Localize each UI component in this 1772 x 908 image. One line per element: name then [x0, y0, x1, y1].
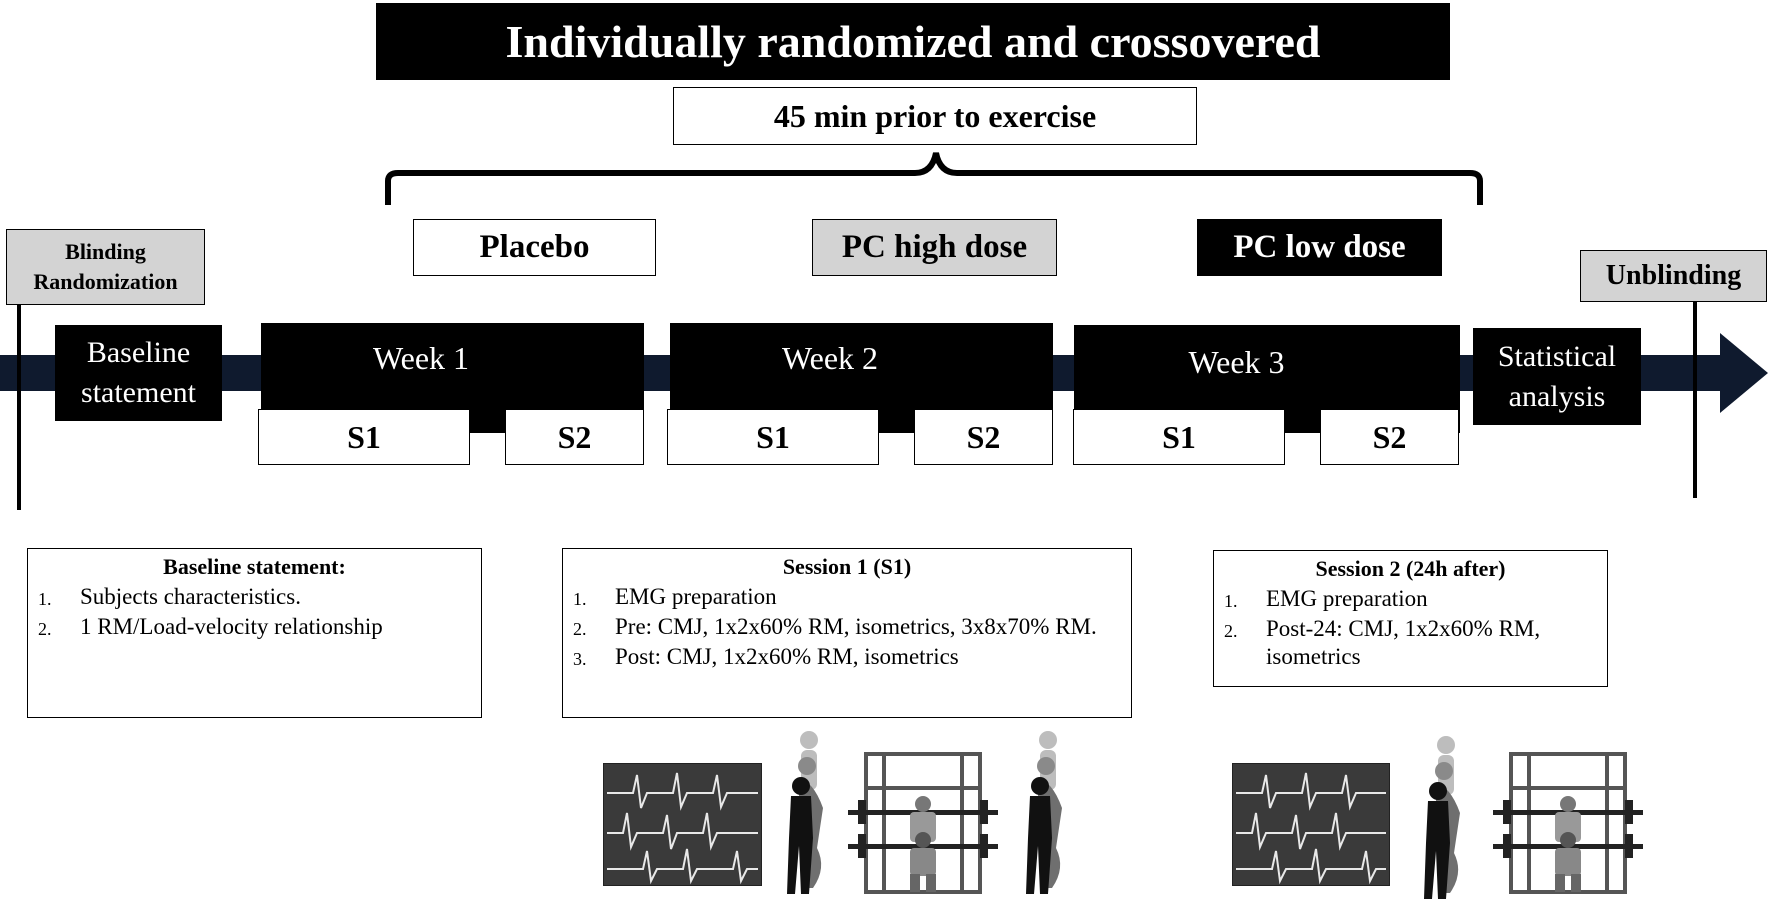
week-3-session-2-label: S2 — [1372, 418, 1407, 455]
week-1-session-1: S1 — [258, 409, 470, 465]
list-item: 1.Subjects characteristics. — [38, 584, 301, 609]
week-2-session-1: S1 — [667, 409, 879, 465]
week-2-session-2: S2 — [914, 409, 1053, 465]
analysis-line1: Statistical — [1497, 339, 1617, 373]
title-banner: Individually randomized and crossovered — [376, 3, 1450, 80]
week-1-session-2: S2 — [505, 409, 644, 465]
treatment-placebo: Placebo — [413, 219, 656, 276]
list-item: 2.Pre: CMJ, 1x2x60% RM, isometrics, 3x8x… — [573, 614, 1097, 639]
blinding-randomization-box: Blinding Randomization — [6, 229, 205, 305]
week-1-session-2-label: S2 — [557, 418, 592, 455]
baseline-line2: statement — [81, 376, 196, 409]
smith-machine-squat-icon — [848, 752, 998, 894]
list-item: 1.EMG preparation — [1224, 586, 1428, 611]
week-3-session-1: S1 — [1073, 409, 1285, 465]
treatment-pc-low-dose: PC low dose — [1197, 219, 1442, 276]
timing-box: 45 min prior to exercise — [673, 87, 1197, 145]
countermovement-jump-icon — [1424, 736, 1460, 899]
treatment-pc-low-dose-label: PC low dose — [1233, 229, 1406, 265]
baseline-panel-title: Baseline statement: — [163, 554, 346, 579]
week-2-session-1-label: S1 — [756, 418, 790, 455]
timing-text: 45 min prior to exercise — [773, 97, 1097, 134]
title-text: Individually randomized and crossovered — [505, 16, 1321, 67]
baseline-panel: Baseline statement: 1.Subjects character… — [27, 548, 482, 718]
treatment-placebo-label: Placebo — [479, 229, 590, 265]
unblinding-box: Unblinding — [1580, 250, 1767, 302]
treatment-pc-high-dose-label: PC high dose — [841, 229, 1028, 265]
week-1-label: Week 1 — [372, 339, 470, 376]
baseline-list: 1.Subjects characteristics. 2.1 RM/Load-… — [28, 583, 481, 643]
session-2-panel: Session 2 (24h after) 1.EMG preparation … — [1213, 550, 1608, 687]
week-3-label: Week 3 — [1188, 343, 1285, 380]
list-item: 3.Post: CMJ, 1x2x60% RM, isometrics — [573, 644, 959, 669]
baseline-statement-block: Baseline statement — [55, 325, 222, 421]
statistical-analysis-block: Statistical analysis — [1473, 328, 1641, 425]
session-2-list: 1.EMG preparation 2.Post-24: CMJ, 1x2x60… — [1214, 585, 1607, 671]
analysis-line2: analysis — [1508, 379, 1606, 413]
treatment-pc-high-dose: PC high dose — [812, 219, 1057, 276]
week-3-session-2: S2 — [1320, 409, 1459, 465]
randomization-label: Randomization — [33, 269, 178, 294]
unblinding-label: Unblinding — [1605, 260, 1742, 291]
start-marker-line — [17, 305, 21, 510]
week-1-session-1-label: S1 — [347, 418, 381, 455]
emg-monitor-icon — [603, 763, 762, 886]
countermovement-jump-icon — [787, 731, 823, 894]
emg-monitor-icon — [1232, 763, 1390, 886]
session-1-list: 1.EMG preparation 2.Pre: CMJ, 1x2x60% RM… — [563, 583, 1131, 673]
session-1-panel-title: Session 1 (S1) — [782, 554, 912, 579]
session-2-panel-title: Session 2 (24h after) — [1315, 556, 1506, 581]
countermovement-jump-icon — [1026, 731, 1062, 894]
list-item: 1.EMG preparation — [573, 584, 777, 609]
curly-brace — [385, 152, 1483, 205]
week-3-session-1-label: S1 — [1162, 418, 1196, 455]
end-marker-line — [1693, 302, 1697, 498]
week-2-session-2-label: S2 — [966, 418, 1001, 455]
session-1-panel: Session 1 (S1) 1.EMG preparation 2.Pre: … — [562, 548, 1132, 718]
baseline-line1: Baseline — [86, 336, 191, 369]
blinding-label: Blinding — [65, 239, 146, 264]
list-item: 2.Post-24: CMJ, 1x2x60% RM, isometrics — [1224, 616, 1541, 669]
smith-machine-squat-icon — [1493, 752, 1643, 894]
list-item: 2.1 RM/Load-velocity relationship — [38, 614, 383, 639]
week-2-label: Week 2 — [781, 339, 879, 376]
